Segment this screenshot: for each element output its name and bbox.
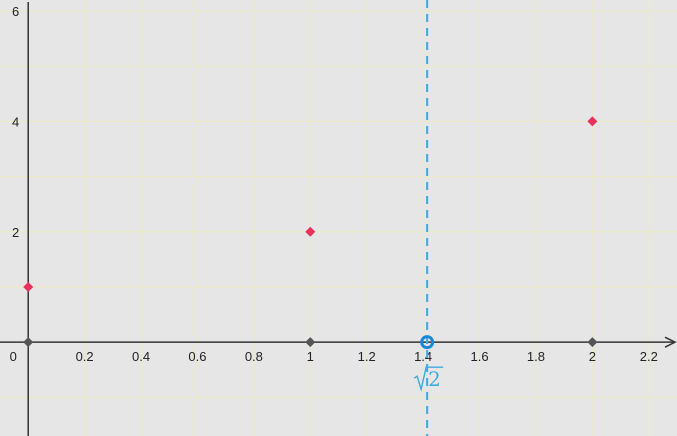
y-tick-label: 6 (12, 4, 19, 19)
origin-label: 0 (10, 349, 17, 364)
tick-labels: 0.2 0.4 0.6 0.8 1 1.2 1.4 1.6 1.8 2 2.2 2 4 6 0 (10, 4, 658, 364)
x-tick-label: 1.6 (471, 349, 489, 364)
x-tick-label: 1 (307, 349, 314, 364)
x-tick-label: 2.2 (640, 349, 658, 364)
open-point-marker (420, 335, 435, 350)
radical-sign-icon (413, 366, 444, 392)
sqrt2-label-text: 2 (428, 367, 441, 391)
axis-point (305, 337, 316, 348)
x-tick-label: 1.4 (414, 349, 432, 364)
sqrt2-marker: 2 (413, 0, 444, 436)
data-point (587, 116, 598, 127)
data-point (23, 281, 34, 292)
x-axis-arrow (664, 336, 677, 348)
x-tick-label: 0.6 (188, 349, 206, 364)
data-point (305, 226, 316, 237)
x-tick-label: 1.8 (527, 349, 545, 364)
sqrt2-label: 2 (413, 366, 444, 392)
x-tick-label: 0.8 (245, 349, 263, 364)
x-tick-label: 1.2 (358, 349, 376, 364)
x-tick-label: 2 (589, 349, 596, 364)
axis-point (23, 337, 34, 348)
axis-point (587, 337, 598, 348)
x-tick-label: 0.4 (132, 349, 150, 364)
y-tick-label: 2 (12, 225, 19, 240)
data-points (23, 116, 598, 350)
y-tick-label: 4 (12, 114, 19, 129)
x-tick-label: 0.2 (76, 349, 94, 364)
